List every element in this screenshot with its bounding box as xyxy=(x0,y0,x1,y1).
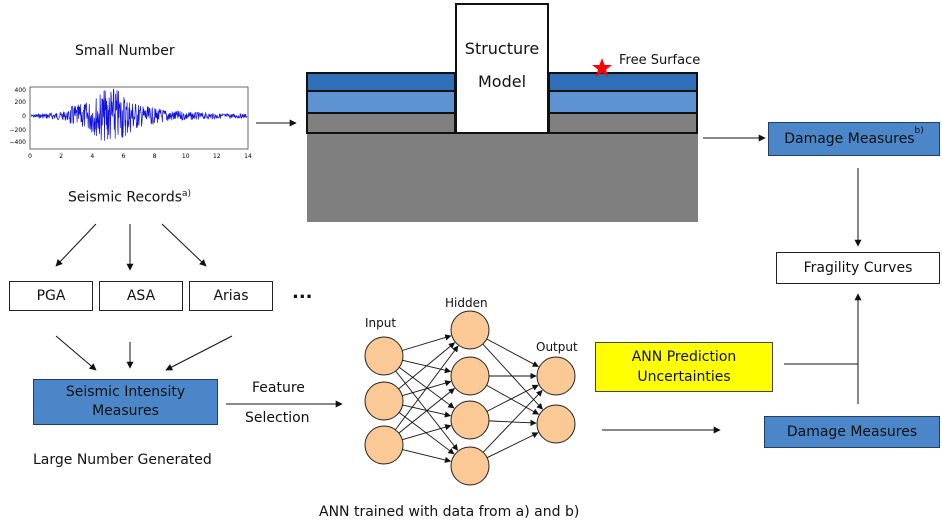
more-measures-ellipsis: ... xyxy=(292,282,313,303)
nn-hidden-neuron xyxy=(450,446,490,486)
seismic-records-text: Seismic Records xyxy=(68,189,183,206)
nn-input-neuron xyxy=(364,336,404,376)
arias-text: Arias xyxy=(213,288,249,304)
nn-input-label: Input xyxy=(365,316,397,330)
pga-box: PGA xyxy=(9,281,93,311)
layer-low-right xyxy=(548,114,698,134)
seismic-records-sup: a) xyxy=(182,189,192,199)
free-surface-star-icon xyxy=(592,58,612,77)
seismogram-x-tick: 2 xyxy=(59,153,63,160)
damage-measures-top-text: Damage Measures xyxy=(784,131,915,147)
layer-low-left xyxy=(306,114,456,134)
seismogram-x-tick: 12 xyxy=(213,153,221,160)
free-surface-label: Free Surface xyxy=(619,53,701,68)
seismogram-x-tick: 0 xyxy=(28,153,32,160)
ann-trained-caption: ANN trained with data from a) and b) xyxy=(319,504,580,520)
arrow-records-to-arias xyxy=(161,223,207,267)
arrow-pga-to-sim xyxy=(55,335,97,371)
layer-top-left xyxy=(306,72,456,92)
arrow-records-to-pga xyxy=(55,223,97,267)
fragility-curves-box: Fragility Curves xyxy=(776,252,940,284)
nn-connection xyxy=(486,432,539,459)
layer-top-right xyxy=(548,72,698,92)
nn-input-neuron xyxy=(364,425,404,465)
seismogram-y-tick: −200 xyxy=(10,127,27,134)
structure-model-line1: Structure xyxy=(464,39,540,58)
asa-box: ASA xyxy=(99,281,183,311)
soil-model: Structure Model xyxy=(306,0,698,222)
seismogram-x-tick: 10 xyxy=(182,153,190,160)
seismogram-y-tick: 200 xyxy=(15,99,27,106)
nn-output-neuron xyxy=(536,356,576,396)
small-number-label: Small Number xyxy=(75,43,175,59)
nn-connection xyxy=(402,424,452,441)
nn-hidden-label: Hidden xyxy=(445,296,488,310)
large-number-generated-label: Large Number Generated xyxy=(33,452,212,468)
nn-connection xyxy=(395,345,459,431)
selection-label: Selection xyxy=(245,410,310,426)
arrow-arias-to-sim xyxy=(165,335,233,371)
fragility-curves-text: Fragility Curves xyxy=(803,260,913,276)
nn-connection xyxy=(486,384,540,415)
nn-hidden-neuron xyxy=(450,356,490,396)
pga-text: PGA xyxy=(36,288,66,304)
structure-model-line2: Model xyxy=(477,72,527,91)
ann-uncertainty-line1: ANN Prediction xyxy=(631,349,737,365)
seismogram-y-ticks: 400 200 0 −200 −400 xyxy=(10,87,27,146)
seismogram-x-ticks: 0 2 4 6 8 10 12 14 xyxy=(28,153,252,160)
nn-hidden-neuron xyxy=(450,310,490,350)
damage-measures-top-sup: b) xyxy=(914,126,924,136)
sim-line2: Measures xyxy=(92,403,159,419)
seismic-intensity-measures-box: Seismic Intensity Measures xyxy=(33,379,218,425)
nn-connection xyxy=(486,338,539,367)
sim-line1: Seismic Intensity xyxy=(65,384,186,400)
seismic-records-label: Seismic Recordsa) xyxy=(68,189,191,206)
seismogram-plot: 400 200 0 −200 −400 0 2 4 6 8 10 12 14 xyxy=(10,86,252,160)
nn-connection xyxy=(482,343,543,410)
nn-connection xyxy=(398,388,455,434)
nn-input-neuron xyxy=(364,381,404,421)
seismogram-x-tick: 8 xyxy=(153,153,157,160)
layer-mid-right xyxy=(548,92,698,114)
nn-hidden-neuron xyxy=(450,400,490,440)
structure-model-box: Structure Model xyxy=(455,3,549,134)
neural-network-diagram xyxy=(364,310,576,486)
asa-text: ASA xyxy=(126,288,156,304)
seismogram-y-tick: 400 xyxy=(15,87,27,94)
nn-nodes xyxy=(364,310,576,486)
seismogram-x-tick: 4 xyxy=(90,153,94,160)
seismogram-y-tick: 0 xyxy=(22,113,26,120)
nn-edges xyxy=(395,334,543,463)
seismogram-x-tick: 14 xyxy=(244,153,252,160)
seismogram-y-tick: −400 xyxy=(10,139,27,146)
ann-prediction-uncertainties-box: ANN Prediction Uncertainties xyxy=(595,342,773,392)
nn-connection xyxy=(402,449,452,463)
arias-box: Arias xyxy=(189,281,273,311)
damage-measures-bottom-box: Damage Measures xyxy=(764,416,940,448)
nn-output-label: Output xyxy=(536,340,578,354)
feature-label: Feature xyxy=(252,380,305,396)
soil-half-space xyxy=(307,134,698,222)
ann-uncertainty-line2: Uncertainties xyxy=(637,369,731,385)
nn-connection xyxy=(482,390,543,453)
nn-output-neuron xyxy=(536,404,576,444)
seismogram-x-tick: 6 xyxy=(122,153,126,160)
nn-connection xyxy=(402,334,452,351)
nn-connection xyxy=(486,384,539,412)
nn-connection xyxy=(398,412,455,455)
damage-measures-bottom-text: Damage Measures xyxy=(786,424,918,440)
layer-mid-left xyxy=(306,92,456,114)
nn-connection xyxy=(398,342,456,390)
seismogram-trace xyxy=(30,88,248,141)
